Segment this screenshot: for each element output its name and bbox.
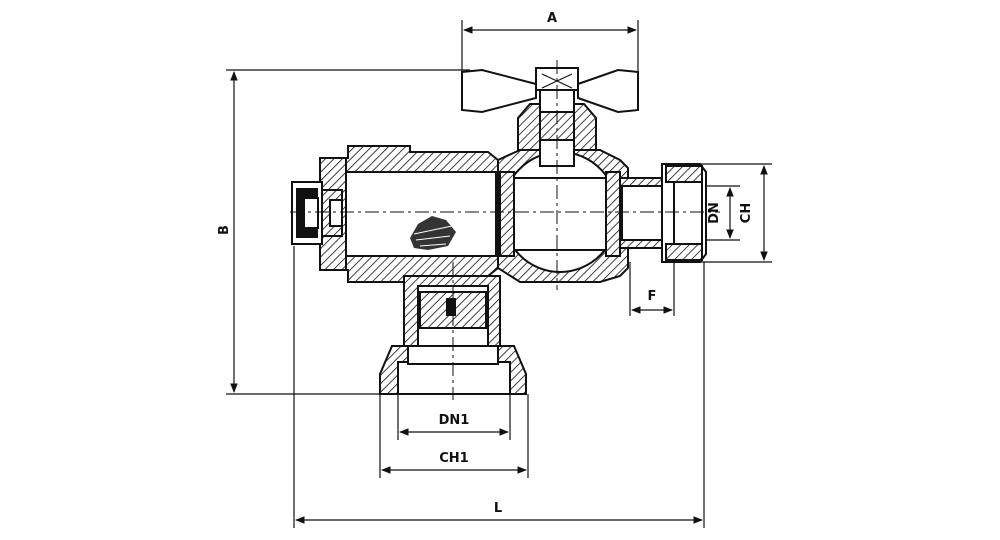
right-nut-bore xyxy=(673,181,703,245)
butterfly-handle-right xyxy=(577,68,639,114)
dimension-CH: CH xyxy=(700,163,772,263)
right-nut-wall-top xyxy=(665,165,703,183)
right-nut-wall-bottom xyxy=(665,243,703,261)
dimension-B: B xyxy=(217,69,470,395)
butterfly-handle xyxy=(461,68,537,114)
dim-label-ch: CH xyxy=(739,203,754,223)
dim-label-b: B xyxy=(217,225,232,235)
dim-label-dn: DN xyxy=(707,202,722,224)
dim-label-ch1: CH1 xyxy=(439,451,468,466)
bottom-nut-bore xyxy=(397,361,511,395)
dimension-CH1: CH1 xyxy=(379,394,529,478)
dim-label-f: F xyxy=(648,289,657,304)
strainer-mesh xyxy=(410,216,456,250)
dimension-DN: DN xyxy=(706,185,740,241)
dimension-A: A xyxy=(461,11,639,72)
bottom-insert-dark xyxy=(446,298,456,316)
dimension-DN1: DN1 xyxy=(397,394,511,440)
dimension-L: L xyxy=(293,246,705,528)
dim-label-dn1: DN1 xyxy=(439,413,470,428)
ball-seat-left xyxy=(499,171,515,257)
valve-body xyxy=(291,67,707,395)
ball-bore xyxy=(513,177,607,251)
dim-label-l: L xyxy=(494,501,502,516)
ball-seat-right xyxy=(605,171,621,257)
left-plug-window xyxy=(329,199,343,227)
center-lines xyxy=(290,60,720,400)
dimension-F: F xyxy=(629,262,675,316)
left-plug-inner xyxy=(303,197,319,229)
dim-label-a: A xyxy=(547,11,557,26)
